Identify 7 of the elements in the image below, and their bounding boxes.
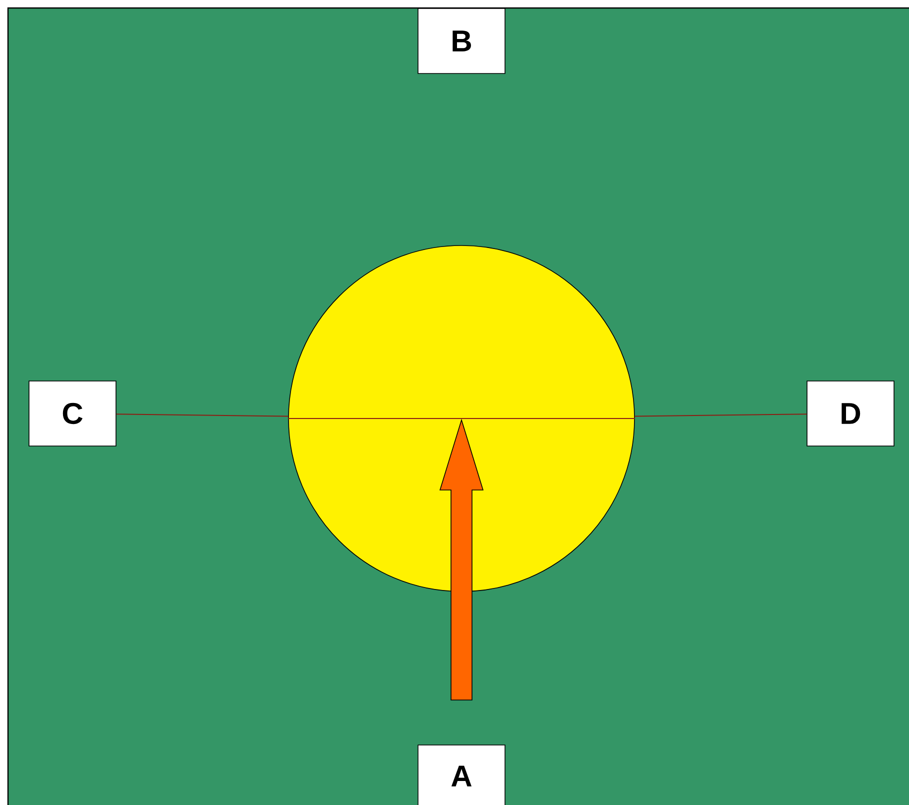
label-box: A	[418, 744, 506, 805]
label-box: C	[28, 380, 116, 446]
label-box: B	[418, 8, 506, 74]
line	[116, 414, 289, 417]
line	[634, 414, 808, 417]
disc	[288, 245, 636, 592]
label-box: D	[806, 380, 894, 446]
